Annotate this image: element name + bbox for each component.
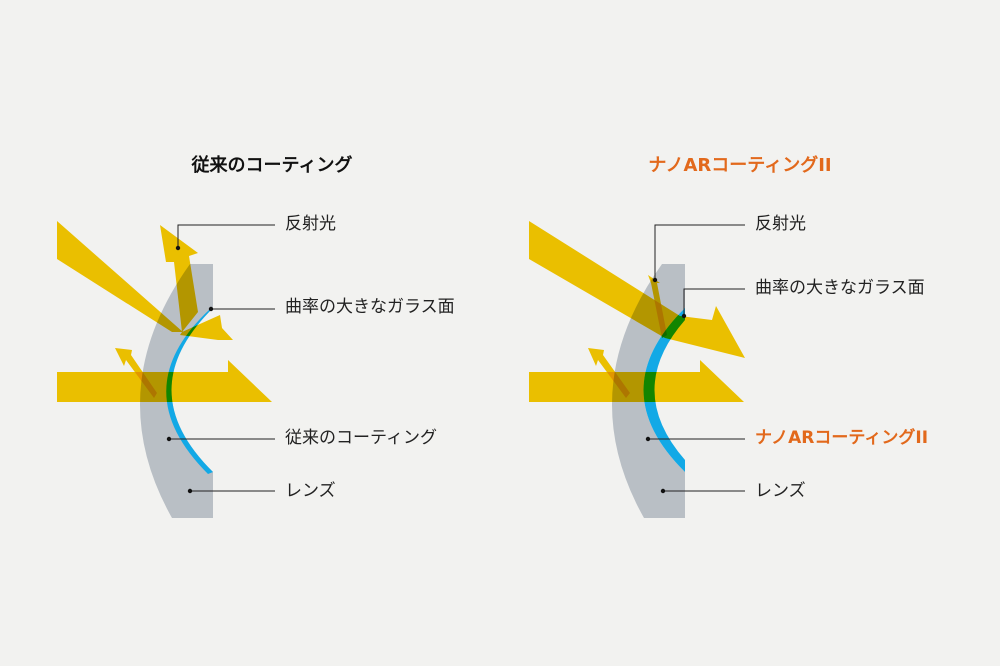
label-glass-surface-left: 曲率の大きなガラス面 bbox=[285, 297, 455, 317]
reflected-arrow-right bbox=[648, 275, 667, 338]
reflected-arrow-left bbox=[160, 225, 198, 332]
incident-beam-upper-right bbox=[529, 221, 745, 358]
coating-left bbox=[166, 308, 213, 474]
label-coating-right: ナノARコーティングII bbox=[755, 428, 929, 448]
refracted-arrow-small-left bbox=[180, 315, 233, 340]
label-lens-left: レンズ bbox=[285, 481, 336, 501]
leader-lines-right bbox=[645, 224, 745, 494]
label-reflected-light-right: 反射光 bbox=[755, 214, 806, 234]
reflected-arrow-lower-left bbox=[115, 348, 157, 398]
incident-beam-lower-right bbox=[529, 360, 744, 402]
left-title: 従来のコーティング bbox=[191, 155, 353, 176]
reflected-arrow-lower-right bbox=[588, 348, 630, 398]
left-diagram bbox=[57, 221, 275, 518]
leader-lines-left bbox=[166, 224, 275, 494]
label-lens-right: レンズ bbox=[755, 481, 806, 501]
label-coating-left: 従来のコーティング bbox=[285, 428, 437, 448]
coating-right bbox=[643, 308, 685, 472]
right-title: ナノARコーティングII bbox=[648, 155, 832, 176]
incident-beam-lower-left bbox=[57, 360, 272, 402]
incident-beam-upper-left bbox=[57, 221, 183, 332]
label-reflected-light-left: 反射光 bbox=[285, 214, 336, 234]
right-diagram bbox=[529, 221, 745, 518]
label-glass-surface-right: 曲率の大きなガラス面 bbox=[755, 278, 925, 298]
